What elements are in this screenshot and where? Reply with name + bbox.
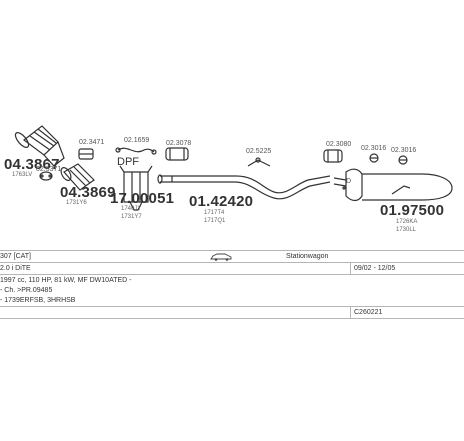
info-row-model: 307 [CAT] Stationwagon [0,251,464,262]
part-oem-middle-pipe-2: 1717Q1 [204,218,226,224]
info-row-engine: 2.0 i DiTE 09/02 - 12/05 [0,263,464,274]
part-number-mount: 02.5225 [246,148,272,155]
engine-name: 2.0 i DiTE [0,265,31,272]
part-number-dpf: 17.00051 [110,190,175,207]
hanger-drawing-1 [115,147,157,155]
part-number-clamp-3: 02.3080 [326,141,352,148]
clamp-drawing-1 [78,148,94,160]
part-number-gasket-1: 02.3371 [36,166,62,173]
part-marker-d: D [346,178,352,185]
hanger-drawing-2 [369,153,379,163]
part-number-middle-pipe: 01.42420 [189,193,254,210]
divider [0,250,464,251]
engine-codes: - 1739ERFSB, 3HRHSB [0,297,76,304]
part-number-rear-silencer: 01.97500 [380,202,445,219]
intermediate-pipe-drawing [60,163,95,191]
gasket-drawing-1 [39,171,53,181]
divider [0,274,464,275]
vehicle-info-table: 307 [CAT] Stationwagon 2.0 i DiTE 09/02 … [0,245,464,325]
part-oem-rear-silencer-2: 1730LL [396,227,417,233]
divider [0,318,464,319]
column-divider [350,306,351,318]
engine-details: 1997 cc, 110 HP, 81 kW, MF DW10ATED - [0,277,132,284]
part-oem-intermediate-pipe: 1731Y6 [66,200,87,206]
car-icon [210,252,232,265]
part-number-clamp-1: 02.3471 [79,139,105,146]
hanger-drawing-3 [398,155,408,165]
column-divider [350,262,351,274]
diagram-code: C260221 [354,309,383,316]
part-number-intermediate-pipe: 04.3869 [60,184,116,201]
part-number-hanger-2: 02.3016 [361,145,387,152]
info-row-chassis: - Ch. >PR.09485 [0,285,464,296]
exhaust-drawing [14,125,453,211]
part-number-hanger-3: 02.3016 [391,147,417,154]
part-number-front-pipe: 04.3867 [4,156,60,173]
info-row-codes: - 1739ERFSB, 3HRHSB [0,295,464,306]
front-pipe-drawing [14,125,65,167]
part-oem-dpf-2: 1731Y7 [121,214,142,220]
dpf-drawing [119,165,153,211]
mount-drawing [247,157,271,167]
production-years: 09/02 - 12/05 [354,265,396,272]
model-name: 307 [CAT] [0,253,31,260]
rear-silencer-drawing [333,168,453,202]
dpf-label: DPF [117,156,139,168]
chassis-range: - Ch. >PR.09485 [0,287,53,294]
exhaust-system-diagram: 04.3867 1763LV 02.3371 02.3471 04.3869 1… [4,125,453,233]
part-number-hanger-1: 02.1659 [124,137,150,144]
middle-pipe-drawing [157,174,331,200]
part-number-clamp-2: 02.3078 [166,140,192,147]
clamp-drawing-3 [323,149,343,163]
info-row-code: C260221 [0,307,464,318]
info-row-details: 1997 cc, 110 HP, 81 kW, MF DW10ATED - [0,275,464,286]
part-oem-middle-pipe-1: 1717T4 [204,210,225,216]
part-oem-front-pipe: 1763LV [12,172,33,178]
clamp-drawing-2 [165,147,189,161]
body-type: Stationwagon [286,253,329,260]
divider [0,262,464,263]
part-oem-dpf-1: 1740JY [121,206,142,212]
part-oem-rear-silencer-1: 1726KA [396,219,418,225]
divider [0,306,464,307]
